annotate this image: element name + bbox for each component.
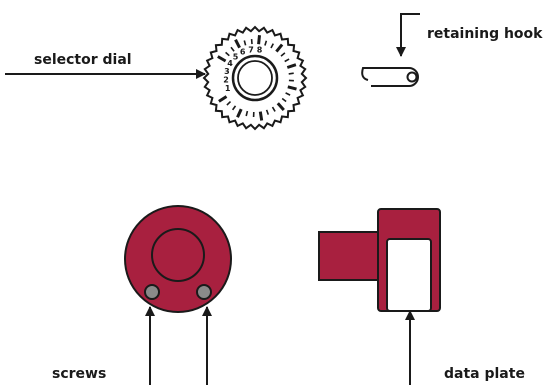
dial-tick [225,51,230,57]
dial-tick [287,85,297,91]
dial-tick [258,111,264,121]
dial-tick [276,102,285,112]
dial-number: 5 [233,52,239,61]
dial-tick [275,43,284,53]
screw-right [196,284,212,300]
dial-number: 6 [240,48,246,57]
dial-tick [264,40,268,46]
dial-tick [226,101,232,106]
dial-hub-inner [237,60,273,96]
dial-tick [281,97,287,103]
dial-tick [230,46,235,52]
dial-tick [271,106,276,112]
dial-tick [234,39,241,49]
data-plate [386,238,432,312]
dial-number: 3 [224,67,230,76]
dial-tick [218,95,228,103]
dial-tick [236,108,243,118]
dial-tick [265,109,270,115]
screw-left [144,284,160,300]
retaining-hook-icon [361,67,419,87]
dial-number: 1 [225,84,231,93]
dial-number: 7 [248,45,254,54]
screw-cap-icon [124,205,232,313]
dial-tick [257,35,261,45]
dial-number: 8 [257,45,263,54]
retaining-hook-label: retaining hook [427,26,543,42]
dial-number: 4 [227,59,233,68]
dial-tick [243,40,247,46]
dial-tick [245,110,249,117]
data-plate-part-icon [318,208,441,312]
screws-label: screws [52,366,107,382]
selector-dial-label: selector dial [34,52,132,68]
retaining-hook-arrow [396,13,420,57]
dial-tick [270,43,275,49]
dial-tick [217,55,227,63]
dial-tick-marks [217,35,297,121]
dial-tick [285,92,291,96]
dial-tick [288,72,294,75]
dial-tick [231,105,237,111]
dial-tick [284,58,290,63]
data-plate-label: data plate [444,366,525,382]
dial-tick [280,52,286,57]
dial-number: 2 [223,76,229,85]
dial-tick [286,63,297,69]
